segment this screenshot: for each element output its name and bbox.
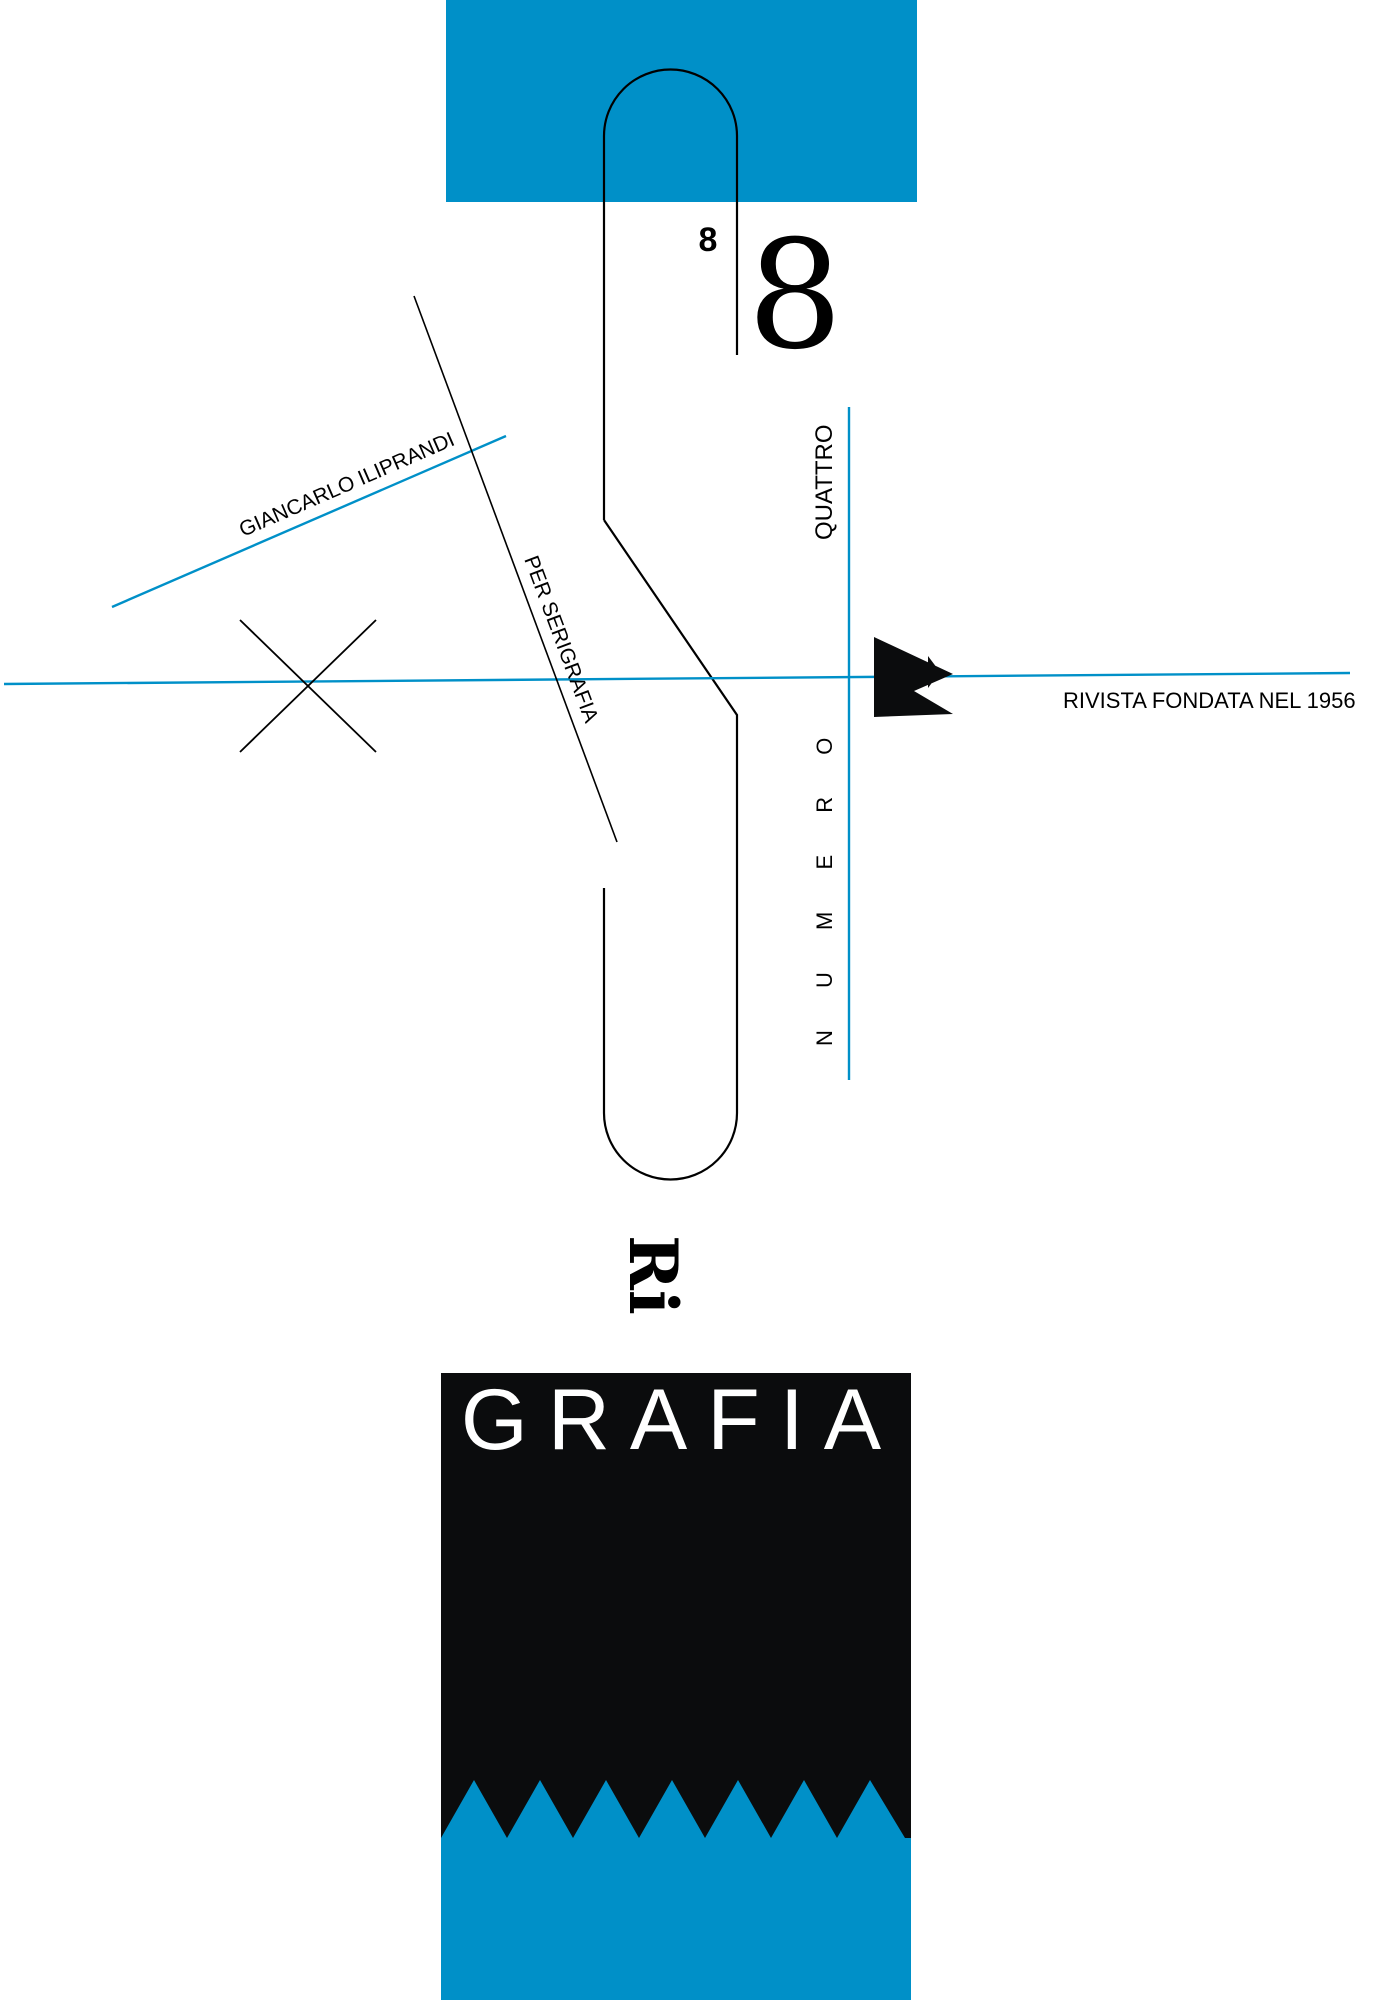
- author-name: GIANCARLO ILIPRANDI: [236, 428, 458, 542]
- bottom-blue-zigzag-block: [441, 1780, 911, 2000]
- founded-text: RIVISTA FONDATA NEL 1956: [1063, 688, 1356, 713]
- issue-number-large: 8: [747, 209, 842, 383]
- quattro-label: QUATTRO: [811, 424, 838, 540]
- diagonal-blue-line: [111, 434, 507, 609]
- title-prefix: Ri: [614, 1235, 692, 1315]
- horizontal-blue-line: [3, 671, 1351, 686]
- top-blue-block: [446, 0, 917, 202]
- subtitle-text: PER SERIGRAFIA: [519, 553, 602, 726]
- cross-mark-icon: [239, 619, 377, 753]
- black-title-block: [441, 1373, 911, 1841]
- numero-label: N U M E R O: [812, 720, 837, 1046]
- issue-number-small: 8: [699, 221, 718, 259]
- magazine-title: GRAFIA: [461, 1372, 901, 1468]
- outline-shape-upper: [602, 68, 739, 520]
- diagonal-black-line: [413, 295, 618, 843]
- crown-logo-icon: [874, 637, 953, 717]
- outline-shape-zigzag: [602, 519, 739, 1181]
